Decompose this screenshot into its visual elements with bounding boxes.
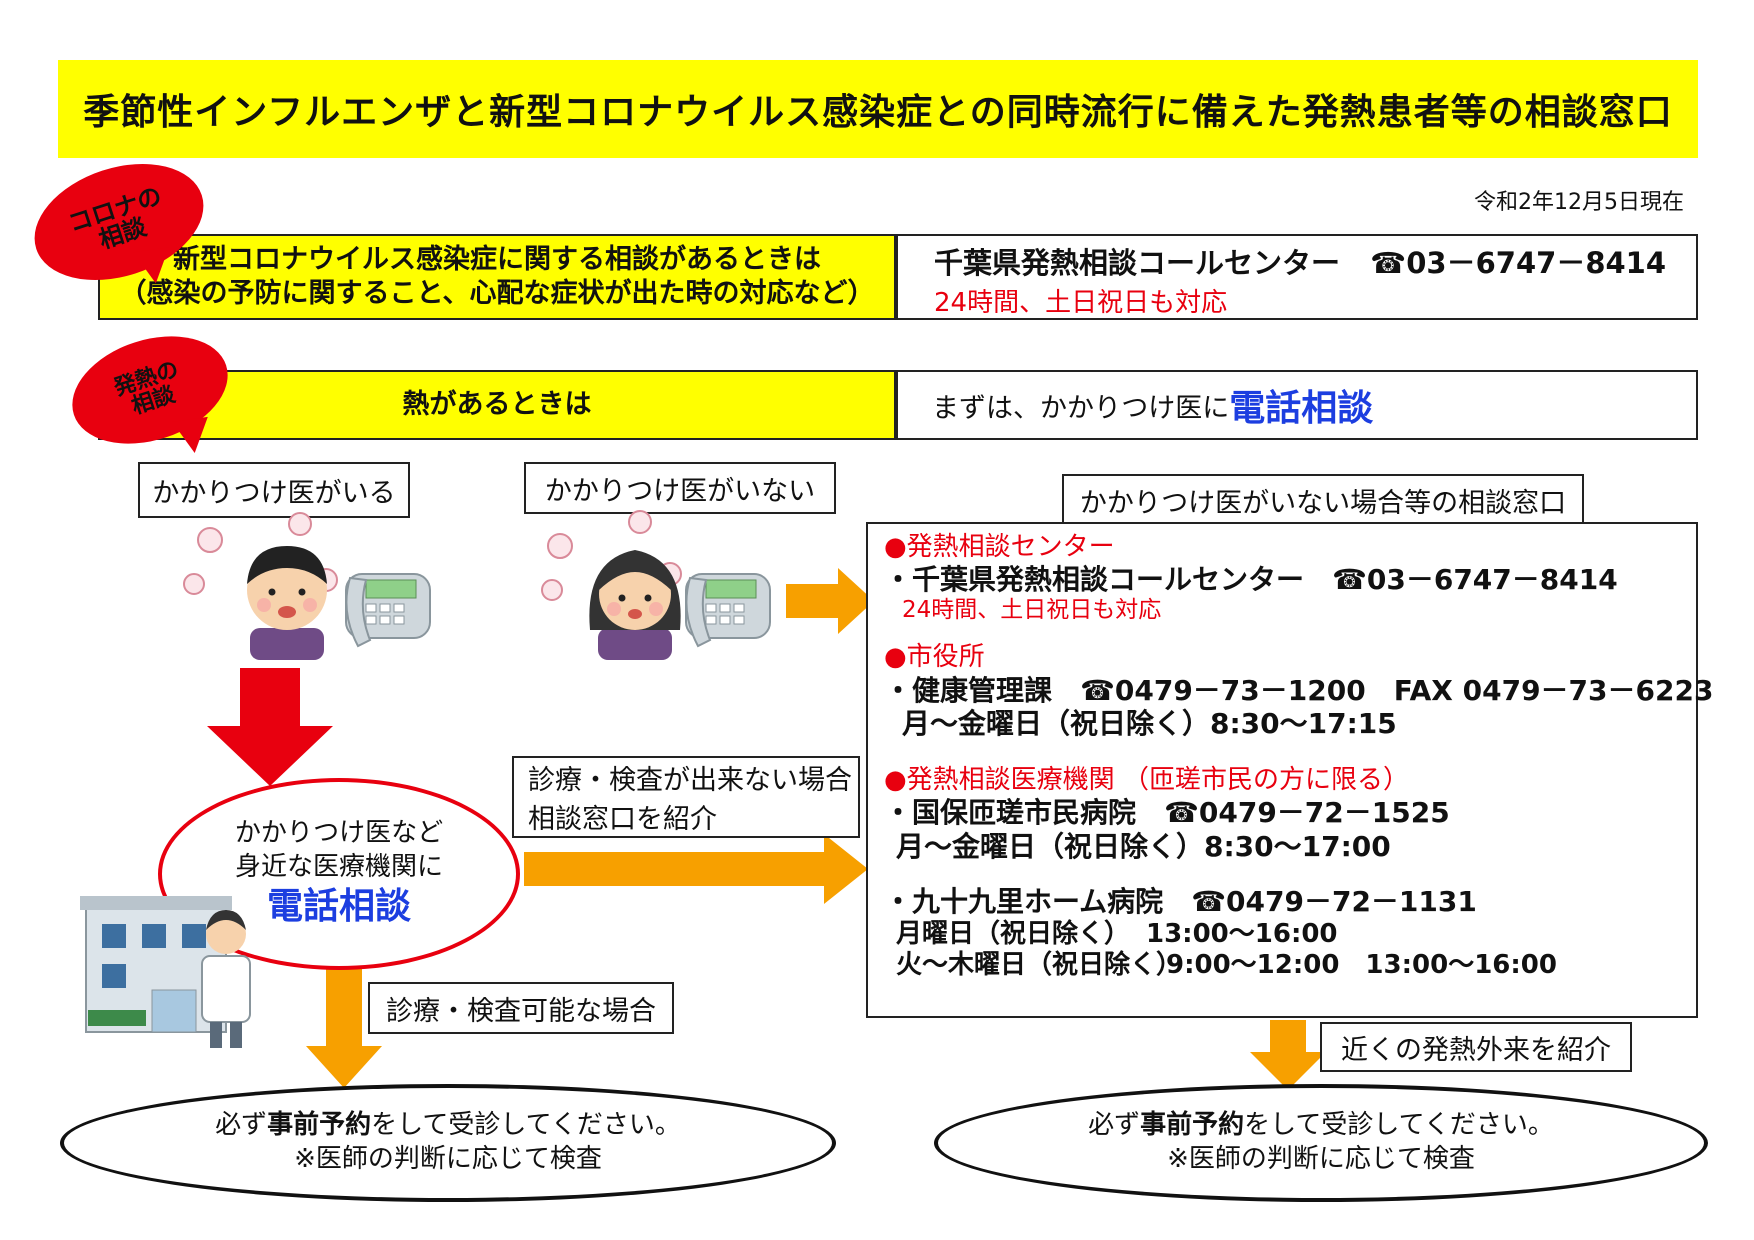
window-s3-line5a: 火～木曜日（祝日除く） xyxy=(896,949,1183,980)
label-nearby-clinic: 近くの発熱外来を紹介 xyxy=(1320,1022,1632,1072)
doctor-phone-oval: かかりつけ医など 身近な医療機関に 電話相談 xyxy=(158,778,520,970)
clinic-doctor-illustration xyxy=(80,896,251,1048)
window-s1-head: ●発熱相談センター xyxy=(884,532,1115,562)
window-s3-line3: ・九十九里ホーム病院 ☎0479－72－1131 xyxy=(884,885,1477,919)
bottom-left-emph: 事前予約 xyxy=(267,1110,372,1141)
fever-right-emph: 電話相談 xyxy=(1229,388,1374,429)
window-s2-line2: 月～金曜日（祝日除く）8:30～17:15 xyxy=(902,707,1397,741)
orange-right-arrow-long-icon xyxy=(524,834,868,904)
label-cannot-exam: 診療・検査が出来ない場合 相談窓口を紹介 xyxy=(512,756,860,838)
window-s3-line2: 月～金曜日（祝日除く）8:30～17:00 xyxy=(896,829,1391,863)
orange-down-arrow-right-icon xyxy=(1250,1020,1326,1090)
fever-left-text: 熱があるときは xyxy=(402,389,592,421)
consult-window-box: ●発熱相談センター ・千葉県発熱相談コールセンター ☎03－6747－8414 … xyxy=(866,522,1714,1018)
cannot-exam-line1: 診療・検査が出来ない場合 xyxy=(528,765,852,796)
corona-left-line2: （感染の予防に関すること、心配な症状が出た時の対応など） xyxy=(119,278,875,309)
cannot-exam-line2: 相談窓口を紹介 xyxy=(528,804,717,835)
label-window-title: かかりつけ医がいない場合等の相談窓口 xyxy=(1062,474,1584,526)
page-title: 季節性インフルエンザと新型コロナウイルス感染症との同時流行に備えた発熱患者等の相… xyxy=(83,92,1673,133)
window-s2-line1: ・健康管理課 ☎0479－73－1200 FAX 0479－73－6223 xyxy=(884,673,1714,707)
bottom-oval-right: 必ず事前予約をして受診してください。 ※医師の判断に応じて検査 xyxy=(934,1084,1708,1202)
corona-left-line1: 新型コロナウイルス感染症に関する相談があるときは xyxy=(173,244,821,276)
corona-phone: ☎03－6747－8414 xyxy=(1370,246,1667,280)
sick-woman-phone-illustration xyxy=(541,510,771,660)
label-no-doctor: かかりつけ医がいない xyxy=(524,462,836,514)
fever-consult-left: 熱があるときは xyxy=(98,370,896,440)
orange-right-arrow-icon xyxy=(786,568,874,634)
bottom-right-emph: 事前予約 xyxy=(1140,1110,1245,1141)
window-s3-head: ●発熱相談医療機関 （匝瑳市民の方に限る） xyxy=(884,764,1409,795)
orange-down-arrow-left-icon xyxy=(306,966,382,1088)
bottom-right-post: をして受診してください。 xyxy=(1244,1110,1554,1141)
window-s3-line1: ・国保匝瑳市民病院 ☎0479－72－1525 xyxy=(884,795,1450,829)
corona-consult-right: 千葉県発熱相談コールセンター ☎03－6747－8414 24時間、土日祝日も対… xyxy=(896,234,1698,320)
red-down-arrow-icon xyxy=(207,668,333,786)
doctor-oval-emph: 電話相談 xyxy=(266,886,411,928)
sick-man-phone-illustration xyxy=(183,512,431,660)
label-has-doctor: かかりつけ医がいる xyxy=(138,462,410,518)
window-s3-line4b: 13:00～16:00 xyxy=(1146,918,1338,949)
bottom-left-pre: 必ず xyxy=(215,1110,268,1141)
fever-consult-right: まずは、かかりつけ医に 電話相談 xyxy=(896,370,1698,440)
window-s1-line2: 24時間、土日祝日も対応 xyxy=(902,596,1162,623)
corona-center-name: 千葉県発熱相談コールセンター xyxy=(934,246,1341,280)
bottom-left-line2: ※医師の判断に応じて検査 xyxy=(294,1144,602,1174)
doctor-oval-line1: かかりつけ医など xyxy=(234,817,444,848)
corona-hours: 24時間、土日祝日も対応 xyxy=(934,288,1228,318)
bottom-left-post: をして受診してください。 xyxy=(371,1110,681,1141)
bottom-right-line2: ※医師の判断に応じて検査 xyxy=(1167,1144,1475,1174)
page-title-banner: 季節性インフルエンザと新型コロナウイルス感染症との同時流行に備えた発熱患者等の相… xyxy=(58,60,1698,158)
window-s2-head: ●市役所 xyxy=(884,642,985,673)
corona-consult-left: 新型コロナウイルス感染症に関する相談があるときは （感染の予防に関すること、心配… xyxy=(98,234,896,320)
window-s3-line5b: 9:00～12:00 13:00～16:00 xyxy=(1166,949,1557,980)
label-can-exam: 診療・検査可能な場合 xyxy=(368,982,674,1034)
doctor-oval-line2: 身近な医療機関に xyxy=(234,851,443,882)
bottom-oval-left: 必ず事前予約をして受診してください。 ※医師の判断に応じて検査 xyxy=(60,1084,836,1202)
window-s3-line4a: 月曜日（祝日除く） xyxy=(896,918,1131,949)
fever-badge: 発熱の相談 xyxy=(58,317,242,463)
window-s1-line1: ・千葉県発熱相談コールセンター ☎03－6747－8414 xyxy=(884,563,1618,597)
as-of-date: 令和2年12月5日現在 xyxy=(1474,190,1684,215)
fever-right-prefix: まずは、かかりつけ医に xyxy=(932,392,1230,424)
bottom-right-pre: 必ず xyxy=(1088,1110,1141,1141)
